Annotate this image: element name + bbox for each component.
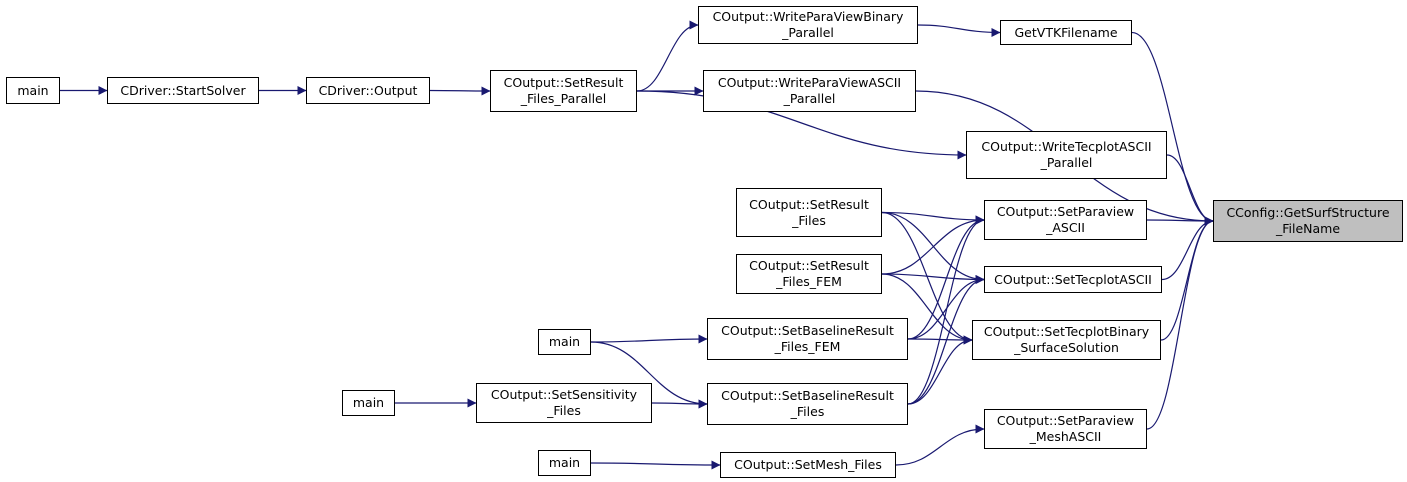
node-label-line: _MeshASCII: [1029, 429, 1102, 444]
edge-set-result-files-fem-to-set-tecplot-ascii: [881, 273, 985, 284]
edge-write-tecplot-ascii-to-root: [1166, 154, 1214, 226]
node-label-line: COutput::SetSensitivity: [490, 387, 638, 402]
node-label-line: COutput::SetTecplotASCII: [994, 271, 1152, 287]
edge-set-tecplot-ascii-to-root: [1161, 216, 1214, 281]
edge-get-vtkfilename-to-root: [1131, 31, 1214, 226]
node-driver-output[interactable]: CDriver::Output: [306, 77, 430, 104]
node-write-tecplot-ascii[interactable]: COutput::WriteTecplotASCII_Parallel: [966, 131, 1167, 179]
node-label-line: _ASCII: [1046, 220, 1085, 235]
node-label-line: CDriver::Output: [318, 82, 418, 98]
node-label-line: main: [352, 395, 385, 410]
edge-main2-to-set-baseline-result: [590, 341, 708, 409]
edge-set-result-files-fem-to-set-paraview-ascii: [881, 215, 985, 275]
edge-set-result-files-parallel-to-write-para-view-binary: [636, 20, 699, 92]
node-main2[interactable]: main: [538, 329, 591, 355]
edge-set-paraview-mesh-to-root: [1146, 216, 1214, 430]
node-set-sensitivity[interactable]: COutput::SetSensitivity_Files: [476, 383, 652, 423]
node-label-line: _Files: [547, 403, 581, 418]
node-label-line: _Files_FEM: [776, 274, 842, 289]
edge-set-baseline-result-to-set-paraview-ascii: [907, 215, 985, 405]
edge-set-mesh-files-to-set-paraview-mesh: [895, 424, 985, 466]
node-label-line: COutput::SetResult: [749, 196, 869, 212]
node-label-line: _Files: [792, 212, 826, 228]
edge-main2-to-set-baseline-result-fem: [590, 334, 708, 344]
node-label-line: main: [548, 334, 581, 349]
node-label-line: COutput::WriteTecplotASCII: [981, 139, 1152, 154]
node-set-result-files-fem[interactable]: COutput::SetResult_Files_FEM: [736, 254, 882, 294]
node-label-line: COutput::SetResult: [749, 258, 869, 273]
node-set-baseline-result-fem[interactable]: COutput::SetBaselineResult_Files_FEM: [707, 318, 908, 360]
node-label-line: COutput::SetTecplotBinary: [983, 324, 1150, 339]
node-label-line: _Parallel: [783, 91, 836, 106]
node-set-tecplot-binary[interactable]: COutput::SetTecplotBinary_SurfaceSolutio…: [972, 320, 1161, 360]
node-label-line: _Files_Parallel: [520, 91, 607, 106]
node-set-tecplot-ascii[interactable]: COutput::SetTecplotASCII: [984, 266, 1162, 293]
node-label-line: _Parallel: [782, 25, 834, 40]
node-main4[interactable]: main: [538, 450, 591, 476]
node-set-paraview-mesh[interactable]: COutput::SetParaview_MeshASCII: [984, 409, 1147, 449]
edge-set-baseline-result-fem-to-set-tecplot-ascii: [907, 275, 985, 340]
edge-driver-output-to-set-result-files-parallel: [429, 86, 491, 96]
edge-set-tecplot-binary-to-root: [1160, 216, 1214, 341]
edge-set-result-files-to-set-tecplot-ascii: [881, 211, 985, 284]
node-set-paraview-ascii[interactable]: COutput::SetParaview_ASCII: [984, 200, 1147, 240]
node-set-baseline-result[interactable]: COutput::SetBaselineResult_Files: [707, 383, 908, 425]
node-start-solver[interactable]: CDriver::StartSolver: [107, 77, 259, 104]
node-label-line: COutput::SetBaselineResult: [721, 388, 894, 403]
edge-write-para-view-binary-to-get-vtkfilename: [917, 24, 1001, 37]
node-label-line: COutput::SetResult: [503, 75, 624, 90]
node-label-line: COutput::SetParaview: [996, 413, 1135, 428]
edge-set-result-files-fem-to-set-tecplot-binary: [881, 273, 973, 345]
node-main3[interactable]: main: [342, 390, 395, 416]
node-label-line: _Parallel: [1040, 155, 1093, 170]
node-label-line: _FileName: [1275, 221, 1341, 236]
node-label-line: main: [548, 455, 581, 470]
node-write-para-view-ascii[interactable]: COutput::WriteParaViewASCII_Parallel: [703, 70, 916, 112]
edge-set-baseline-result-to-set-tecplot-binary: [907, 335, 973, 405]
node-label-line: COutput::SetBaselineResult: [721, 323, 894, 338]
node-label-line: _Files_FEM: [774, 339, 841, 354]
node-label-line: CDriver::StartSolver: [120, 82, 246, 98]
edge-main4-to-set-mesh-files: [590, 460, 721, 470]
node-get-vtkfilename[interactable]: GetVTKFilename: [1000, 20, 1132, 45]
node-label-line: GetVTKFilename: [1014, 24, 1118, 40]
edge-set-baseline-result-fem-to-set-paraview-ascii: [907, 215, 985, 340]
node-set-result-files[interactable]: COutput::SetResult_Files: [736, 188, 882, 237]
node-label-line: CConfig::GetSurfStructure: [1226, 205, 1390, 220]
node-label-line: COutput::SetParaview: [996, 204, 1135, 219]
node-label-line: _SurfaceSolution: [1014, 340, 1119, 355]
node-main1[interactable]: main: [6, 77, 60, 104]
node-label-line: _Files: [790, 404, 825, 419]
node-label-line: COutput::SetMesh_Files: [734, 457, 882, 472]
node-label-line: main: [17, 82, 49, 98]
edge-set-result-files-parallel-to-write-tecplot-ascii: [636, 90, 967, 160]
edge-set-sensitivity-to-set-baseline-result: [651, 399, 708, 409]
node-root: CConfig::GetSurfStructure_FileName: [1213, 200, 1403, 242]
node-set-mesh-files[interactable]: COutput::SetMesh_Files: [720, 452, 896, 478]
node-label-line: COutput::WriteParaViewBinary: [712, 9, 904, 24]
node-write-para-view-binary[interactable]: COutput::WriteParaViewBinary_Parallel: [698, 6, 918, 44]
edge-set-result-files-to-set-paraview-ascii: [881, 211, 985, 225]
node-label-line: COutput::WriteParaViewASCII: [717, 75, 902, 90]
edge-set-baseline-result-to-set-tecplot-ascii: [907, 275, 985, 405]
node-set-result-files-parallel[interactable]: COutput::SetResult_Files_Parallel: [490, 70, 637, 112]
